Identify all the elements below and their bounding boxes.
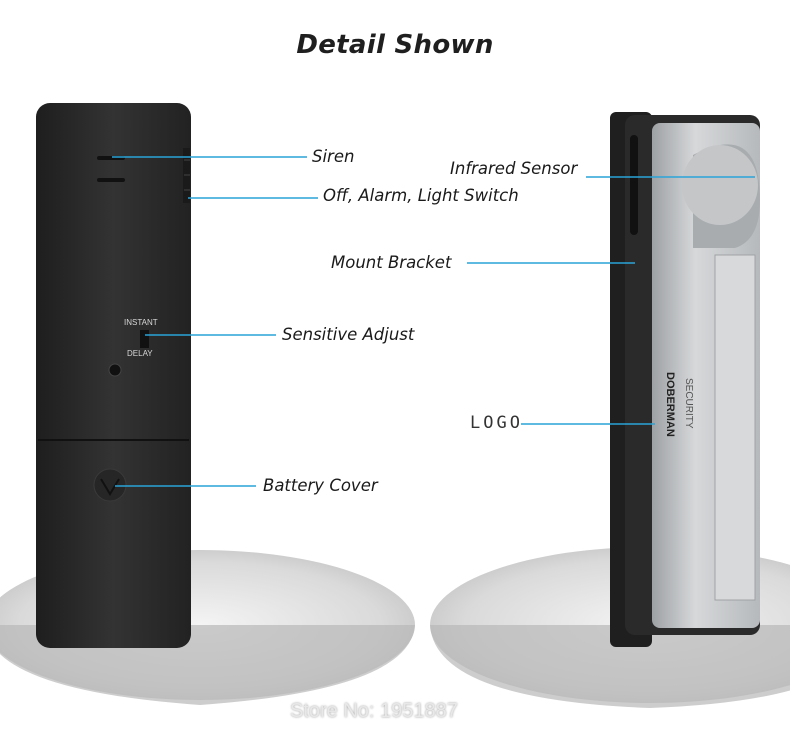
brand-subtitle: SECURITY <box>683 378 694 429</box>
page-title: Detail Shown <box>296 30 494 60</box>
switch-label-instant: INSTANT <box>124 318 158 327</box>
callout-switch: Off, Alarm, Light Switch <box>323 186 519 205</box>
battery-latch <box>93 468 127 502</box>
screw-icon <box>108 363 122 377</box>
callout-infrared-sensor: Infrared Sensor <box>450 159 578 178</box>
sensitivity-switch <box>140 330 149 348</box>
callout-sensitive-adjust: Sensitive Adjust <box>282 325 415 344</box>
right-device <box>610 112 760 647</box>
callout-lines <box>112 156 755 487</box>
brand-logo: DOBERMAN <box>664 372 676 437</box>
callout-mount-bracket: Mount Bracket <box>331 253 452 272</box>
left-device <box>36 103 191 648</box>
callout-battery-cover: Battery Cover <box>263 476 378 495</box>
store-watermark: Store No: 1951887 <box>290 700 458 722</box>
callout-logo: LOGO <box>470 413 523 433</box>
switch-label-delay: DELAY <box>127 349 153 358</box>
callout-siren: Siren <box>312 147 355 166</box>
